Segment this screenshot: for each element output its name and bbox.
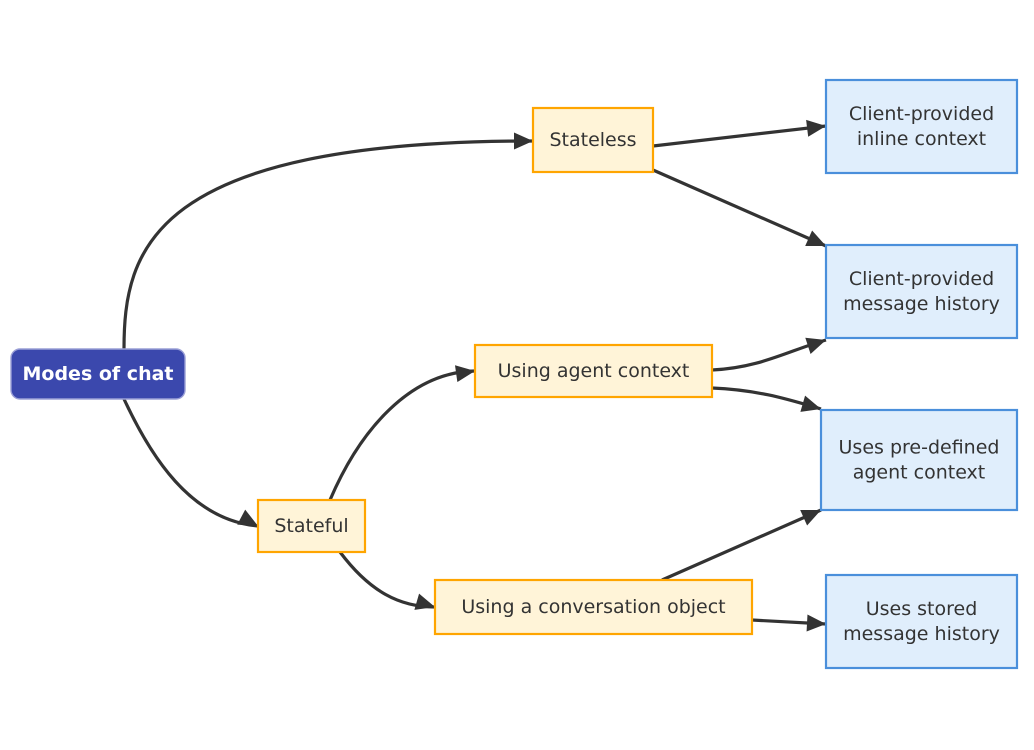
node-stored-message-history[interactable]: Uses stored message history (824, 573, 1019, 670)
node-stateful-label: Stateful (274, 515, 348, 537)
arrow-inline-context-arrowhead-icon (806, 119, 826, 137)
node-stored-message-history-label-line-0: Uses stored (866, 598, 978, 620)
node-conversation-object[interactable]: Using a conversation object (433, 578, 754, 636)
node-predefined-agent-context[interactable]: Uses pre-defined agent context (819, 408, 1019, 512)
node-inline-context-label-line-0: Client-provided (849, 103, 994, 125)
node-stateful-shape[interactable] (256, 498, 367, 554)
arrow-stateful-arrowhead-icon (237, 509, 258, 526)
arrow-message-history-bottom-arrowhead-icon (805, 337, 826, 354)
node-root-label: Modes of chat (23, 363, 174, 385)
node-inline-context-label: Client-provided inline context (849, 103, 994, 150)
node-stateful[interactable]: Stateful (256, 498, 367, 554)
edge-stateful-agent-context (328, 369, 476, 501)
arrowheads-layer (237, 119, 826, 632)
arrow-message-history-top-arrowhead-icon (805, 230, 826, 247)
node-agent-context-label-line-0: Using agent context (498, 360, 690, 382)
edges-layer (122, 124, 827, 626)
node-agent-context-label: Using agent context (498, 360, 690, 382)
node-stateless[interactable]: Stateless (531, 106, 655, 174)
node-root[interactable]: Modes of chat (10, 348, 186, 400)
node-inline-context-label-line-1: inline context (857, 128, 986, 150)
node-message-history-shape[interactable] (824, 243, 1019, 340)
node-message-history-label-line-1: message history (843, 293, 1000, 315)
node-inline-context[interactable]: Client-provided inline context (824, 78, 1019, 175)
node-conversation-object-label-line-0: Using a conversation object (461, 596, 725, 618)
edge-stateless-message-history (652, 168, 827, 248)
node-predefined-agent-context-label-line-0: Uses pre-defined (839, 436, 1000, 458)
node-stateless-shape[interactable] (531, 106, 655, 174)
edge-conversation-object-predefined (661, 508, 822, 582)
node-stateless-label: Stateless (549, 129, 636, 151)
node-message-history-label-line-0: Client-provided (849, 268, 994, 290)
node-root-shape[interactable] (10, 348, 186, 400)
edge-root-stateful (122, 398, 259, 528)
arrow-stateless-arrowhead-icon (514, 132, 533, 150)
node-predefined-agent-context-label: Uses pre-defined agent context (839, 436, 1000, 483)
arrow-predefined-top-arrowhead-icon (800, 395, 821, 412)
node-agent-context-shape[interactable] (473, 343, 714, 399)
node-stored-message-history-shape[interactable] (824, 573, 1019, 670)
arrow-conversation-object-arrowhead-icon (414, 593, 435, 610)
node-conversation-object-shape[interactable] (433, 578, 754, 636)
node-root-label-line-0: Modes of chat (23, 363, 174, 385)
edge-root-stateless (122, 139, 534, 350)
node-stateful-label-line-0: Stateful (274, 515, 348, 537)
arrow-agent-context-arrowhead-icon (455, 365, 475, 383)
node-inline-context-shape[interactable] (824, 78, 1019, 175)
node-predefined-agent-context-shape[interactable] (819, 408, 1019, 512)
node-predefined-agent-context-label-line-1: agent context (853, 461, 986, 483)
node-message-history[interactable]: Client-provided message history (824, 243, 1019, 340)
arrow-stored-message-history-arrowhead-icon (806, 614, 826, 632)
node-conversation-object-label: Using a conversation object (461, 596, 725, 618)
edge-stateless-inline-context (652, 124, 827, 148)
node-stored-message-history-label-line-1: message history (843, 623, 1000, 645)
node-message-history-label: Client-provided message history (843, 268, 1000, 315)
node-agent-context[interactable]: Using agent context (473, 343, 714, 399)
arrow-predefined-bottom-arrowhead-icon (800, 509, 821, 526)
node-stateless-label-line-0: Stateless (549, 129, 636, 151)
node-stored-message-history-label: Uses stored message history (843, 598, 1000, 645)
